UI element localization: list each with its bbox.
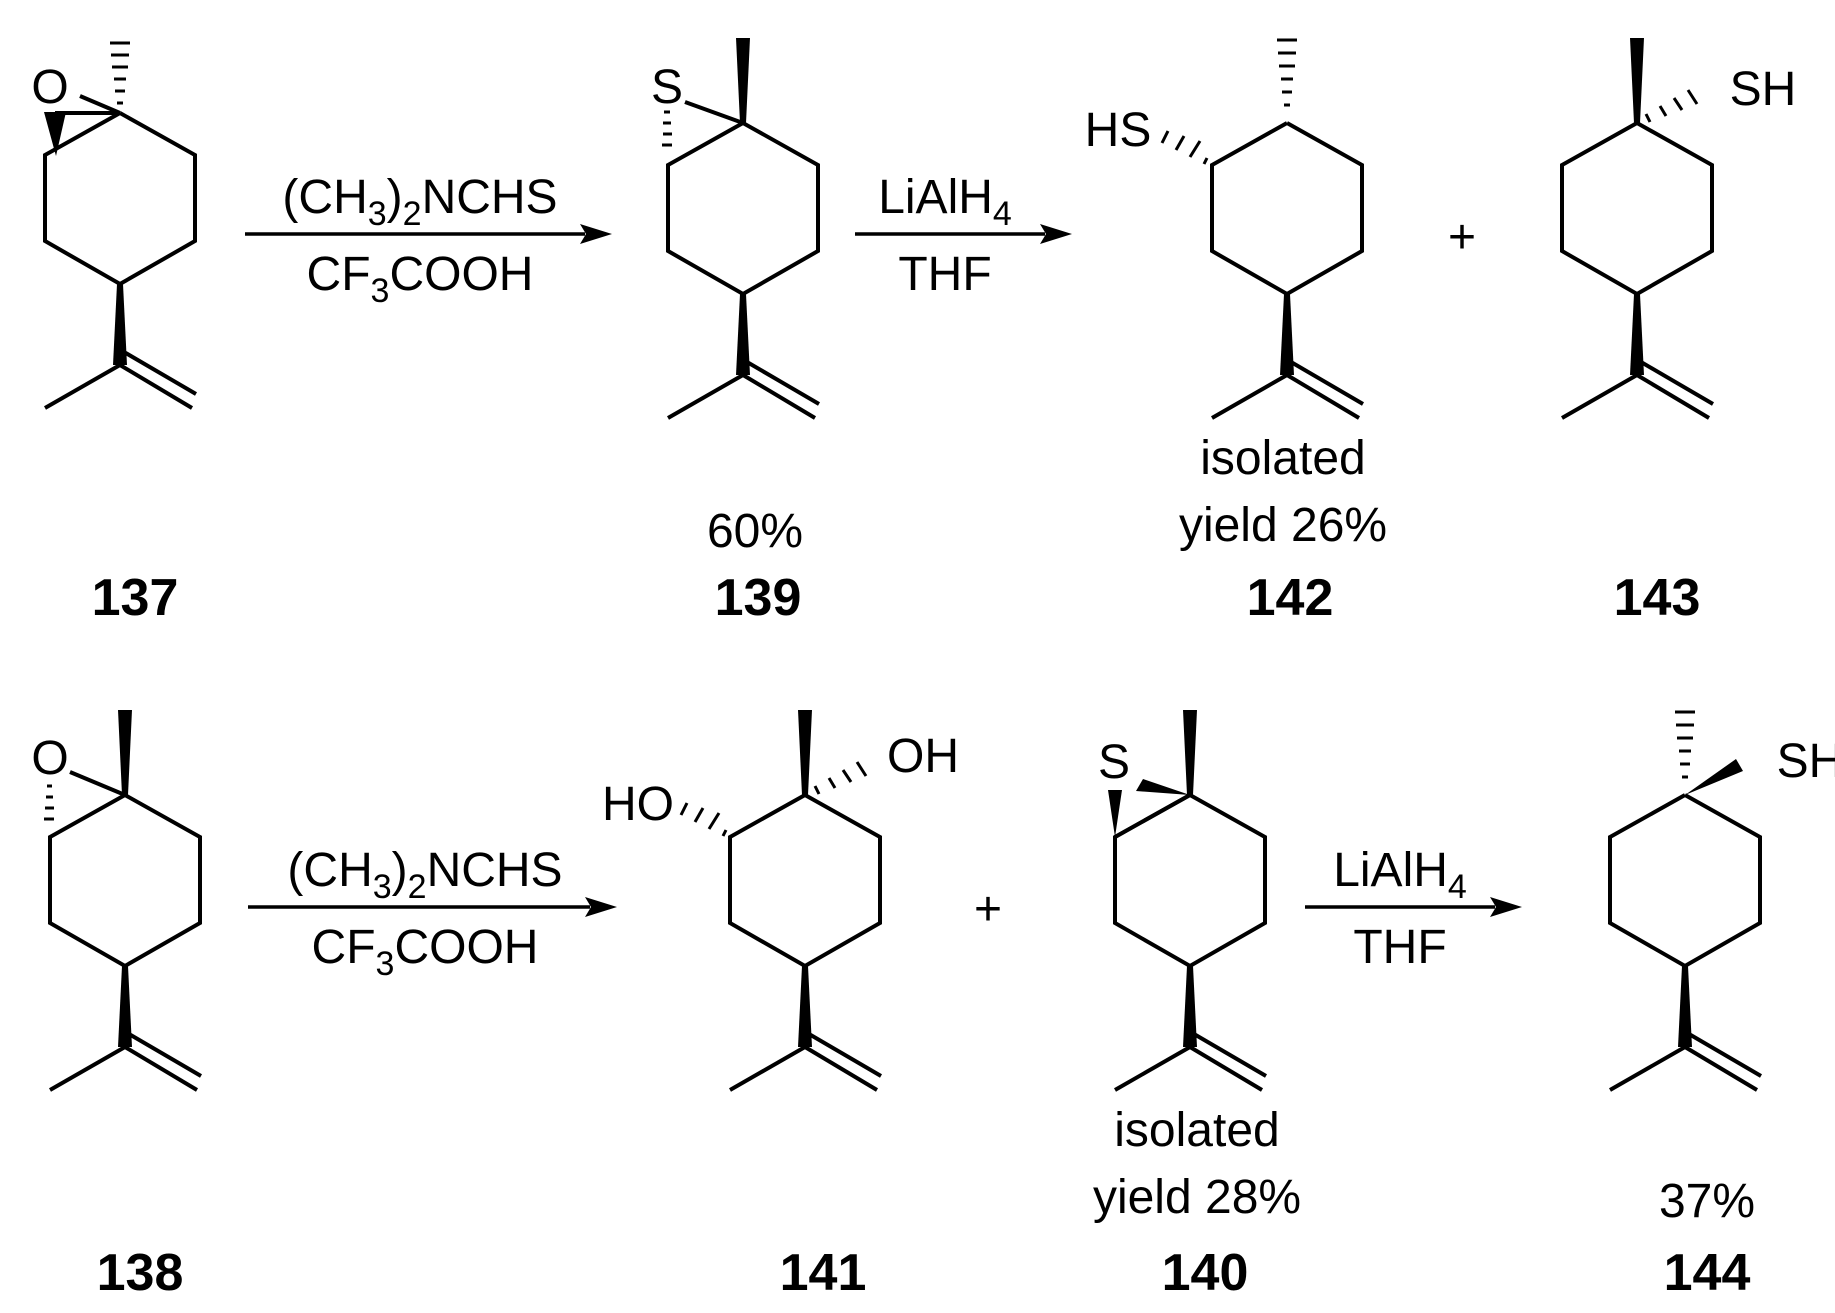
yield-label-line1: isolated	[1114, 1104, 1279, 1157]
yield-label-line2: yield 28%	[1093, 1171, 1301, 1224]
reaction-arrow-3: (CH3)2NCHS CF3COOH	[248, 844, 617, 983]
methyl-wedge-bond	[798, 710, 812, 795]
compound-143: SH 143	[1560, 38, 1797, 627]
methyl-wedge-bond	[736, 38, 750, 123]
hydroxyl-group-label-left: HO	[602, 778, 674, 831]
reagent-tfa: CF3COOH	[312, 921, 539, 983]
methyl-hashed-bond	[1675, 710, 1695, 779]
yield-label: 60%	[707, 505, 803, 558]
oxygen-atom-label: O	[31, 61, 68, 114]
thiol-group-label: SH	[1730, 63, 1797, 116]
compound-137: O 137	[31, 41, 198, 627]
compound-label-139: 139	[715, 569, 802, 627]
solvent-thf: THF	[1353, 921, 1446, 974]
compound-label-143: 143	[1614, 569, 1701, 627]
compound-label-137: 137	[92, 569, 179, 627]
hydroxyl-hashed-bond-right	[813, 761, 868, 795]
reagent-tfa: CF3COOH	[307, 248, 534, 310]
reagent-thioformamide: (CH3)2NCHS	[282, 171, 557, 233]
compound-140: S isolated yield 28% 140	[1093, 710, 1301, 1302]
compound-138: O 138	[31, 710, 203, 1302]
compound-141: OH HO 141	[602, 710, 959, 1302]
thiirane-ring	[1108, 790, 1191, 839]
compound-label-141: 141	[780, 1244, 867, 1302]
solvent-thf: THF	[898, 248, 991, 301]
thiol-hashed-bond	[1160, 130, 1209, 165]
epoxide-ring	[44, 94, 121, 156]
thiol-hashed-bond	[1644, 89, 1699, 123]
compound-label-138: 138	[97, 1244, 184, 1302]
thiol-group-label: HS	[1085, 104, 1152, 157]
reaction-arrow-1: (CH3)2NCHS CF3COOH	[245, 171, 612, 310]
sulfur-atom-label: S	[651, 61, 683, 114]
compound-label-142: 142	[1247, 569, 1334, 627]
methyl-hashed-bond	[1277, 38, 1297, 107]
thiirane-bond	[684, 100, 744, 125]
yield-label-line2: yield 26%	[1179, 499, 1387, 552]
hydroxyl-group-label-right: OH	[887, 730, 959, 783]
thiol-group-label: SH	[1777, 735, 1835, 788]
compound-144: SH 37% 144	[1608, 710, 1835, 1302]
sulfur-atom-label: S	[1098, 736, 1130, 789]
compound-139: S 60% 139	[651, 38, 821, 627]
plus-sign: +	[974, 883, 1002, 936]
methyl-hashed-bond	[110, 41, 130, 105]
thiol-wedge-bond	[1685, 759, 1743, 795]
epoxide-bond	[69, 770, 126, 797]
reagent-thioformamide: (CH3)2NCHS	[287, 844, 562, 906]
plus-sign: +	[1448, 211, 1476, 264]
reagent-lialh4: LiAlH4	[878, 171, 1012, 233]
thiirane-hashed-bond	[662, 110, 672, 147]
methyl-wedge-bond	[1630, 38, 1644, 123]
methyl-wedge-bond	[1183, 710, 1197, 795]
reaction-arrow-4: LiAlH4 THF	[1305, 844, 1522, 974]
compound-label-144: 144	[1664, 1244, 1751, 1302]
methyl-wedge-bond	[118, 710, 132, 795]
yield-label: 37%	[1659, 1175, 1755, 1228]
reagent-lialh4: LiAlH4	[1333, 844, 1467, 906]
yield-label-line1: isolated	[1200, 432, 1365, 485]
compound-142: HS isolated yield 26% 142	[1085, 38, 1387, 627]
epoxide-hashed-bond	[44, 784, 54, 821]
hydroxyl-hashed-bond-left	[679, 802, 728, 837]
thiirane-wedge-bond	[1136, 779, 1190, 795]
reaction-arrow-2: LiAlH4 THF	[855, 171, 1072, 301]
oxygen-atom-label: O	[31, 732, 68, 785]
compound-label-140: 140	[1162, 1244, 1249, 1302]
